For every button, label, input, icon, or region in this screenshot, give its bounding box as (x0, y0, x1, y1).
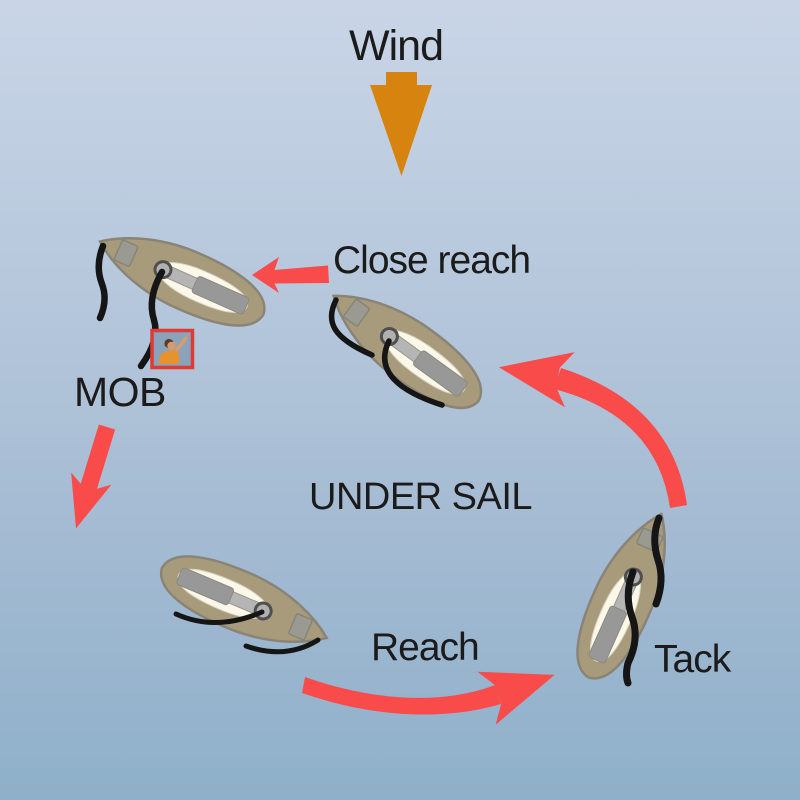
mob-marker (150, 328, 195, 370)
mob-boat-jib-line (95, 242, 108, 322)
sailboat-close-reach (314, 270, 498, 427)
wind-label: Wind (349, 22, 444, 70)
tack-boat-main-line (623, 568, 639, 687)
arrow-close-reach-to-mob (252, 257, 329, 293)
reach-label: Reach (371, 626, 480, 669)
tack-boat-jib-line (651, 514, 665, 608)
wind-direction-arrow-icon (370, 72, 432, 176)
close-reach-boat-main-line (382, 338, 445, 408)
mob-person-icon (158, 336, 188, 364)
close-reach-boat-jib-line (328, 297, 375, 358)
mob-label: MOB (74, 369, 166, 415)
mob-boat-main-line (137, 268, 166, 370)
tack-label: Tack (654, 638, 731, 681)
reach-boat-jib-line (173, 609, 265, 625)
under-sail-title: UNDER SAIL (309, 476, 533, 518)
arrow-tack-to-close-reach (494, 339, 687, 508)
close-reach-label: Close reach (333, 239, 531, 282)
reach-boat-main-line (243, 637, 321, 655)
arrow-reach-to-tack (302, 648, 564, 725)
arrow-mob-down-to-reach (71, 424, 116, 529)
sailboat-at-mob (86, 213, 278, 343)
